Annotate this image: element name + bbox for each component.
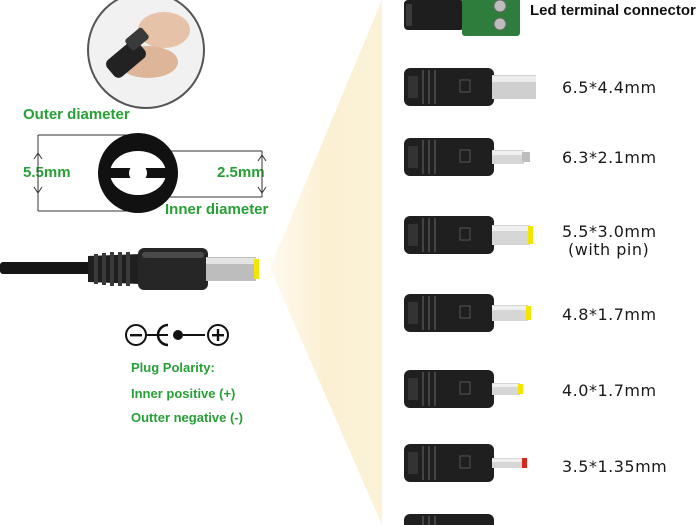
connector-image-partial xyxy=(404,514,494,525)
connector-image-4-0x1-7 xyxy=(404,370,523,408)
outer-diameter-label: Outer diameter xyxy=(23,106,130,123)
inner-positive-text: Inner positive (+) xyxy=(131,386,236,401)
connector-image-4-8x1-7 xyxy=(404,294,531,332)
connector-label-led: Led terminal connector xyxy=(530,2,696,19)
led-terminal-connector-image xyxy=(404,0,520,36)
inner-diameter-value: 2.5mm xyxy=(217,164,265,181)
connector-sublabel-with-pin: (with pin) xyxy=(568,240,650,259)
connector-label-6-5x4-4: 6.5*4.4mm xyxy=(562,78,657,97)
connector-label-4-0x1-7: 4.0*1.7mm xyxy=(562,381,657,400)
diameter-diagram xyxy=(33,133,267,213)
barrel-plug-image xyxy=(0,248,259,290)
polarity-symbol xyxy=(125,323,229,347)
connector-image-6-3x2-1 xyxy=(404,138,530,176)
connector-label-5-5x3-0: 5.5*3.0mm xyxy=(562,222,657,241)
outer-diameter-value: 5.5mm xyxy=(23,164,71,181)
connector-image-5-5x3-0 xyxy=(404,216,533,254)
polarity-title: Plug Polarity: xyxy=(131,360,215,375)
plug-photo-inset xyxy=(87,0,205,109)
connector-label-4-8x1-7: 4.8*1.7mm xyxy=(562,305,657,324)
connector-image-3-5x1-35 xyxy=(404,444,527,482)
inner-diameter-label: Inner diameter xyxy=(165,201,269,218)
connector-image-6-5x4-4 xyxy=(404,68,536,106)
connector-label-3-5x1-35: 3.5*1.35mm xyxy=(562,457,668,476)
connector-label-6-3x2-1: 6.3*2.1mm xyxy=(562,148,657,167)
outer-negative-text: Outter negative (-) xyxy=(131,410,243,425)
